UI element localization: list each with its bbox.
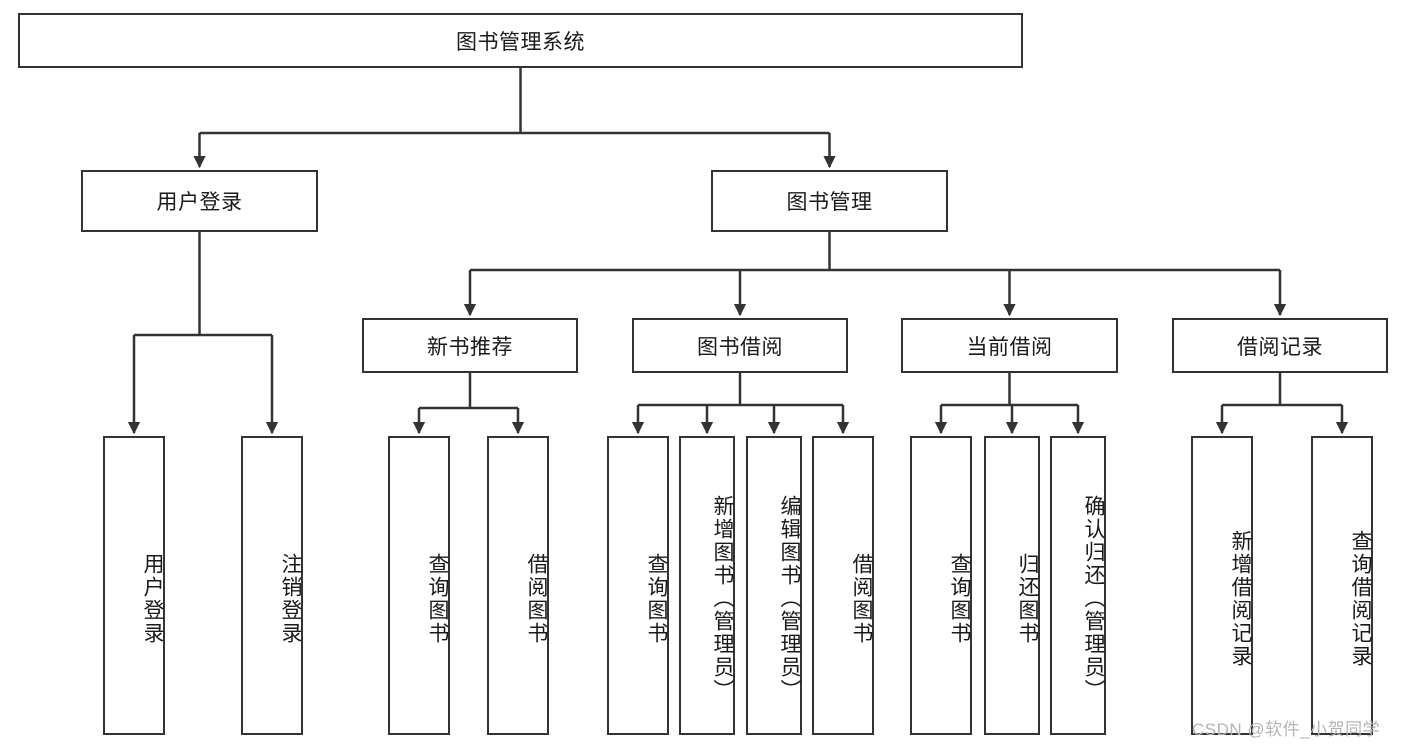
node-label: 查询图书 xyxy=(948,552,971,645)
node-label: 借阅记录 xyxy=(1237,335,1323,359)
node-login[interactable]: 用户登录 xyxy=(81,170,318,232)
node-label: 查询图书 xyxy=(645,552,668,645)
node-newbook[interactable]: 新书推荐 xyxy=(362,318,578,373)
node-label: 查询图书 xyxy=(426,552,449,645)
node-label: 图书借阅 xyxy=(697,335,783,359)
node-label: 图书管理系统 xyxy=(456,30,585,54)
node-leaf3[interactable]: 查询图书 xyxy=(388,436,450,735)
node-label: 编辑图书（管理员） xyxy=(778,495,801,702)
node-label: 查询借阅记录 xyxy=(1349,529,1372,668)
node-leaf9[interactable]: 查询图书 xyxy=(910,436,972,735)
node-label: 用户登录 xyxy=(156,191,243,214)
node-leaf10[interactable]: 归还图书 xyxy=(984,436,1040,735)
node-borrow[interactable]: 图书借阅 xyxy=(632,318,848,373)
node-records[interactable]: 借阅记录 xyxy=(1172,318,1388,373)
node-label: 新增图书（管理员） xyxy=(711,495,734,702)
node-leaf5[interactable]: 查询图书 xyxy=(607,436,669,735)
node-label: 归还图书 xyxy=(1016,552,1039,645)
node-label: 注销登录 xyxy=(279,552,302,645)
node-label: 借阅图书 xyxy=(850,552,873,645)
node-leaf1[interactable]: 用户登录 xyxy=(103,436,165,735)
node-label: 新书推荐 xyxy=(427,335,513,359)
node-label: 新增借阅记录 xyxy=(1229,529,1252,668)
node-label: 图书管理 xyxy=(786,191,873,214)
csdn-watermark: CSDN @软件_小贺同学 xyxy=(1192,720,1381,739)
node-label: 确认归还（管理员） xyxy=(1082,495,1105,702)
node-bookmgmt[interactable]: 图书管理 xyxy=(711,170,948,232)
node-leaf11[interactable]: 确认归还（管理员） xyxy=(1050,436,1106,735)
node-leaf13[interactable]: 查询借阅记录 xyxy=(1311,436,1373,735)
node-label: 用户登录 xyxy=(141,552,164,645)
node-leaf6[interactable]: 新增图书（管理员） xyxy=(679,436,735,735)
node-leaf2[interactable]: 注销登录 xyxy=(241,436,303,735)
node-root[interactable]: 图书管理系统 xyxy=(18,13,1023,68)
node-leaf12[interactable]: 新增借阅记录 xyxy=(1191,436,1253,735)
node-current[interactable]: 当前借阅 xyxy=(901,318,1118,373)
node-leaf4[interactable]: 借阅图书 xyxy=(487,436,549,735)
node-leaf8[interactable]: 借阅图书 xyxy=(812,436,874,735)
node-label: 借阅图书 xyxy=(525,552,548,645)
node-leaf7[interactable]: 编辑图书（管理员） xyxy=(746,436,802,735)
node-label: 当前借阅 xyxy=(966,335,1053,359)
